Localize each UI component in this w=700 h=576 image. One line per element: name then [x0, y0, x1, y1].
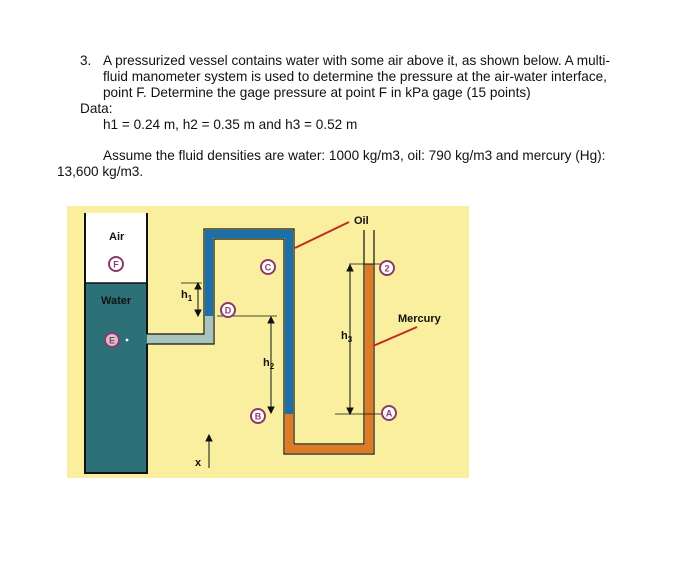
svg-text:F: F — [113, 260, 119, 270]
water-tube — [147, 334, 213, 344]
x-label: x — [195, 457, 202, 469]
problem-number: 3. — [80, 53, 92, 68]
oil-leader-line — [294, 221, 350, 249]
svg-text:E: E — [109, 336, 115, 346]
point-e-marker: E — [104, 332, 129, 348]
svg-text:2: 2 — [384, 264, 389, 274]
tank-water-region — [85, 283, 147, 473]
point-c-marker: C — [260, 259, 276, 275]
manometer-diagram: h1 h2 h3 x Air Water Oil Mercury F E D C — [67, 206, 469, 478]
oil-inverted-u-tube — [205, 230, 293, 414]
problem-text-line-1: A pressurized vessel contains water with… — [103, 53, 610, 68]
assumption-line-1: Assume the fluid densities are water: 10… — [103, 148, 606, 163]
mercury-u-tube — [285, 264, 373, 453]
x-dimension — [205, 433, 213, 468]
tank-wall — [84, 213, 148, 474]
problem-text-line-2: fluid manometer system is used to determ… — [103, 69, 607, 84]
tube-wall-inner — [147, 230, 375, 455]
point-f-marker: F — [108, 256, 124, 272]
tube-wall-outer — [147, 228, 365, 445]
h1-label: h1 — [181, 289, 193, 303]
point-2-marker: 2 — [379, 260, 395, 276]
svg-text:B: B — [255, 412, 262, 422]
mercury-leader-line — [372, 326, 418, 347]
svg-text:C: C — [265, 263, 272, 273]
point-d-marker: D — [220, 302, 236, 318]
h3-dimension — [346, 263, 354, 416]
point-a-marker: A — [381, 405, 397, 421]
air-label: Air — [109, 231, 125, 243]
point-b-marker: B — [250, 408, 266, 424]
water-tube-riser — [205, 316, 213, 344]
problem-text-line-3: point F. Determine the gage pressure at … — [103, 85, 531, 100]
mercury-label: Mercury — [398, 313, 442, 325]
h1-dimension — [194, 281, 202, 318]
h3-label: h3 — [341, 330, 353, 344]
svg-text:A: A — [386, 409, 393, 419]
oil-label: Oil — [354, 215, 369, 227]
svg-text:D: D — [225, 306, 232, 316]
assumption-line-2: 13,600 kg/m3. — [57, 164, 144, 179]
data-values: h1 = 0.24 m, h2 = 0.35 m and h3 = 0.52 m — [103, 117, 358, 132]
h2-label: h2 — [263, 357, 275, 371]
data-label: Data: — [80, 101, 113, 116]
tank-air-region — [85, 213, 147, 283]
h2-dimension — [267, 315, 275, 415]
water-label: Water — [101, 295, 132, 307]
